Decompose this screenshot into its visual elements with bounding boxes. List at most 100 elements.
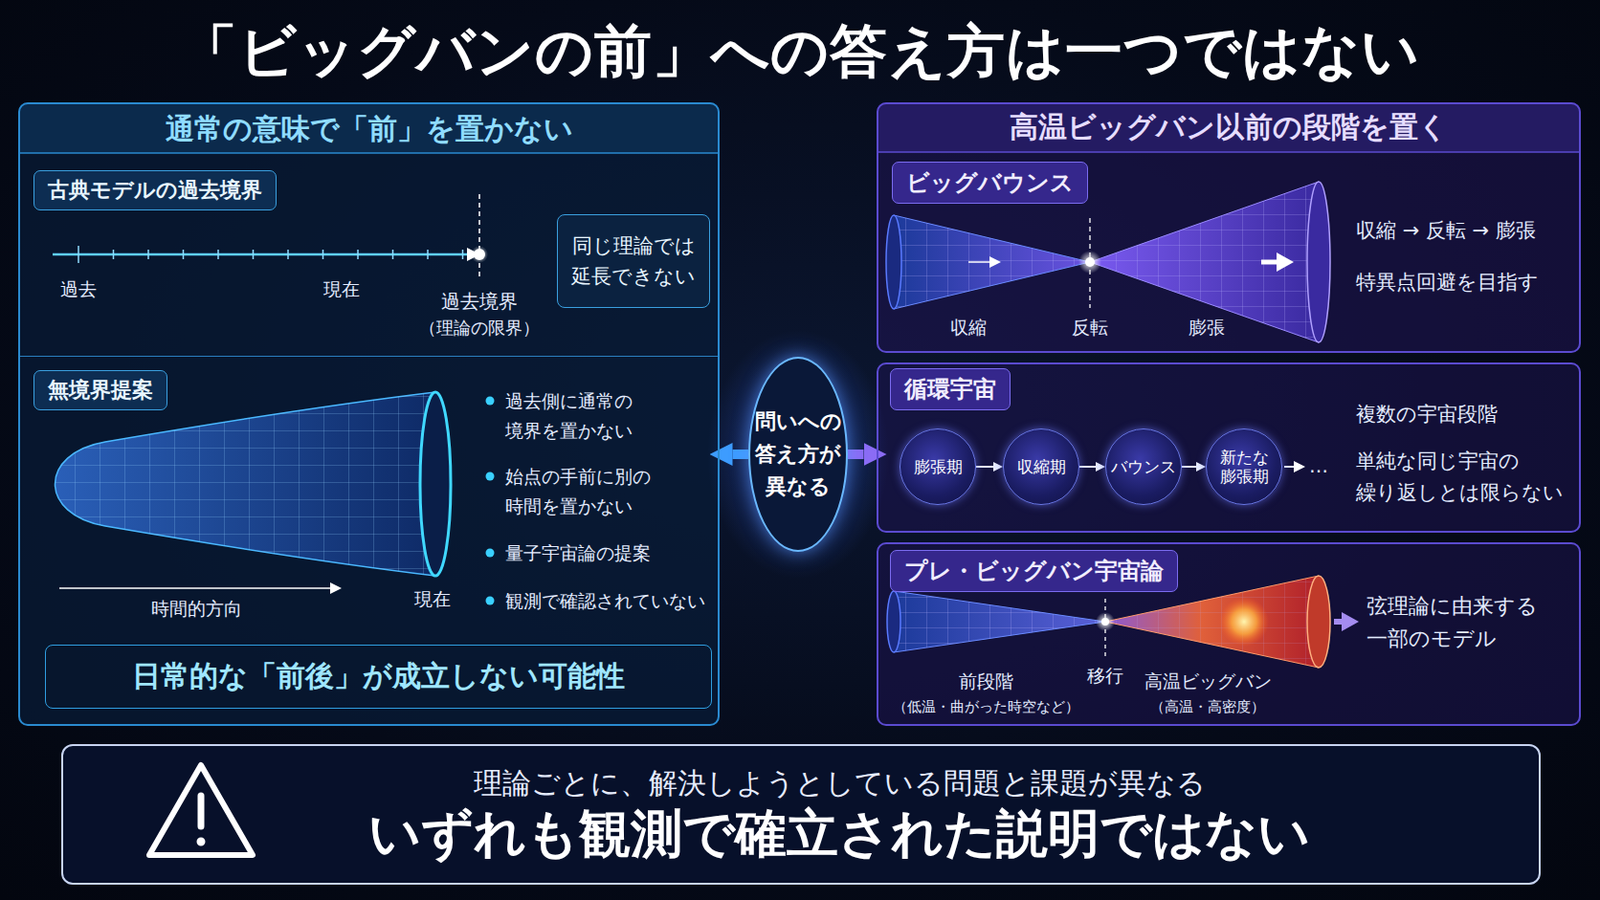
text-label: 移行 — [1087, 664, 1124, 689]
illustration-part — [55, 392, 437, 577]
illustration-part — [18, 152, 720, 155]
node-text: 収縮期 — [1017, 457, 1067, 477]
illustration-part — [1085, 257, 1095, 267]
illustration-part — [1261, 260, 1279, 266]
illustration-part — [470, 245, 489, 264]
panel-heading: 通常の意味で「前」を置かない — [20, 104, 718, 155]
node-text: 膨張期 — [913, 457, 963, 477]
illustration-part — [1089, 181, 1319, 343]
connector-arrow — [1079, 466, 1096, 468]
phase-circle: 収縮期 — [1002, 428, 1080, 506]
illustration-part — [252, 249, 255, 260]
connector-arrow — [976, 466, 994, 468]
left-panel: 通常の意味で「前」を置かない古典モデルの過去境界同じ理論では 延長できない無境界… — [18, 102, 720, 727]
illustration-part — [1284, 466, 1294, 468]
illustration-part — [1089, 181, 1319, 343]
illustration-part — [18, 102, 720, 154]
phase-circle: 膨張期 — [899, 428, 977, 506]
illustration-part — [426, 249, 429, 260]
text-label: 単純な同じ宇宙の 繰り返しとは限らない — [1355, 445, 1572, 510]
illustration-part — [486, 597, 495, 606]
illustration-part — [1276, 252, 1294, 272]
node-text: いずれも観測で確立された説明ではない — [368, 802, 1311, 867]
illustration-part — [473, 248, 486, 261]
text-label: 収縮 — [950, 315, 987, 340]
text-label: 高温ビッグバン — [1144, 669, 1272, 694]
text-label: （高温・高密度） — [1150, 697, 1266, 718]
connector-arrow — [733, 449, 750, 460]
illustration-part — [322, 249, 325, 260]
illustration-part — [486, 397, 495, 406]
illustration-part — [61, 744, 1541, 886]
illustration-part — [1101, 618, 1110, 626]
illustration-part — [876, 102, 1581, 354]
text-label: 時間的方向 — [151, 597, 243, 622]
illustration-part — [198, 839, 204, 845]
text-label: 収縮 → 反転 → 膨張 — [1355, 218, 1536, 245]
node-text: 日常的な「前後」が成立しない可能性 — [132, 657, 625, 697]
illustration-part — [77, 245, 80, 264]
section-tag: 古典モデルの過去境界 — [33, 170, 277, 211]
illustration-part — [217, 249, 220, 260]
warning-icon — [149, 765, 253, 856]
illustration-part — [420, 392, 451, 577]
illustration-part — [1307, 576, 1331, 668]
text-label: （理論の限界） — [419, 316, 540, 340]
panel-heading: 高温ビッグバン以前の段階を置く — [876, 102, 1581, 153]
illustration-part — [486, 549, 495, 558]
text-label: 過去 — [60, 277, 97, 302]
node-text: 理論ごとに、解決しようとしている問題と課題が異なる — [473, 764, 1206, 803]
illustration-part — [18, 102, 720, 727]
callout-box: 同じ理論では 延長できない — [556, 214, 711, 309]
illustration-part — [112, 249, 115, 260]
summary-box: 日常的な「前後」が成立しない可能性 — [44, 644, 712, 710]
node-text: 問いへの 答え方が 異なる — [750, 405, 846, 504]
diagram-title: 「ビッグバンの前」への答え方は一つではない — [0, 13, 1600, 91]
illustration-part — [149, 765, 253, 856]
text-label: 現在 — [414, 587, 451, 612]
warning-box: 理論ごとに、解決しようとしている問題と課題が異なるいずれも観測で確立された説明で… — [61, 744, 1541, 886]
text-label: 量子宇宙論の提案 — [505, 538, 716, 569]
illustration-part — [1307, 181, 1331, 343]
text-label: … — [1309, 453, 1329, 479]
illustration-part — [1078, 250, 1102, 274]
cycle-continue-arrow — [1284, 466, 1294, 468]
illustration-part — [893, 215, 1090, 310]
illustration-part — [968, 261, 990, 264]
illustration-part — [707, 330, 889, 579]
illustration-part — [486, 472, 495, 482]
illustration-part — [198, 796, 205, 827]
section-tag: プレ・ビッグバン宇宙論 — [889, 550, 1178, 593]
text-label: 前段階 — [958, 669, 1014, 694]
illustration-part — [1095, 612, 1115, 632]
connector-arrow — [1181, 466, 1197, 468]
text-label: 過去境界 — [441, 288, 518, 314]
illustration-part — [893, 591, 1106, 653]
illustration-part — [886, 215, 902, 310]
question-oval: 問いへの 答え方が 異なる — [748, 356, 848, 553]
phase-circle: バウンス — [1105, 428, 1182, 506]
phase-circle: 新たな 膨張期 — [1205, 428, 1283, 506]
section-tag: 循環宇宙 — [889, 368, 1011, 411]
illustration-part — [147, 249, 150, 260]
illustration-part — [356, 249, 359, 260]
node-text: 新たな 膨張期 — [1206, 447, 1282, 487]
bounce-cones — [886, 181, 1331, 343]
illustration-part — [78, 245, 464, 264]
illustration-part — [876, 542, 1581, 727]
illustration-part — [59, 587, 331, 590]
node-text: 同じ理論では 延長できない — [567, 230, 700, 292]
text-label: 反転 — [1071, 315, 1109, 340]
illustration-part — [1219, 597, 1269, 647]
node-text: バウンス — [1111, 457, 1177, 477]
cyclic-box: 循環宇宙膨張期 収縮期 バウンス 新たな 膨張期 — [876, 362, 1581, 534]
panel-grounds — [18, 102, 1581, 886]
text-label: 特異点回避を目指す — [1355, 269, 1539, 296]
illustration-part — [887, 591, 901, 653]
section-tag: 無境界提案 — [33, 370, 168, 411]
illustration-part — [876, 102, 1581, 153]
illustration-part — [876, 362, 1581, 534]
illustration-part — [478, 194, 481, 280]
illustration-part — [55, 392, 437, 577]
illustration-part — [893, 591, 1106, 653]
